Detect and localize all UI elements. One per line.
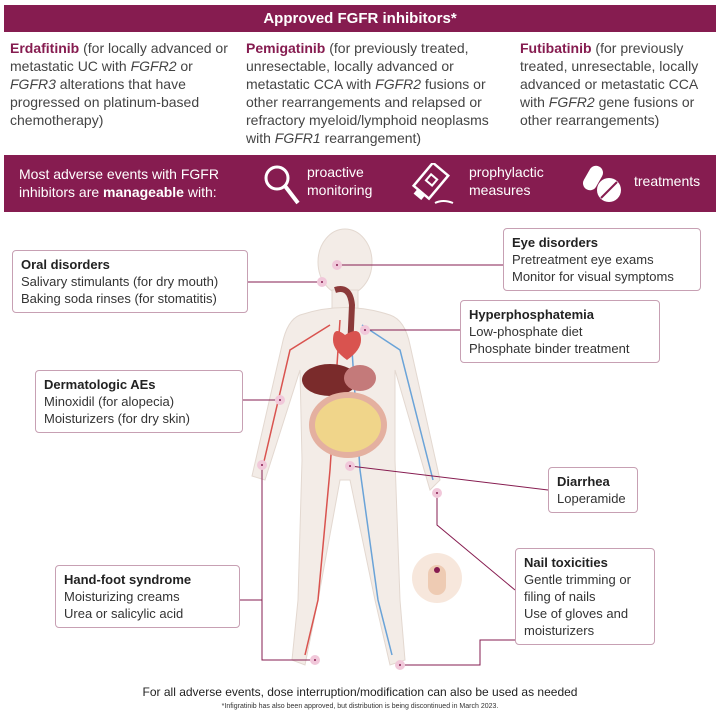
- nail-magnified-icon: [412, 553, 462, 603]
- drug-futibatinib: Futibatinib (for previously treated, unr…: [520, 40, 699, 128]
- drug-erdafitinib: Erdafitinib (for locally advanced or met…: [10, 40, 228, 128]
- heart: [333, 331, 361, 360]
- header-title: Approved FGFR inhibitors*: [4, 5, 716, 32]
- footnote: *Infigratinib has also been approved, bu…: [221, 703, 499, 710]
- connector-lines: [240, 264, 549, 666]
- liver: [302, 364, 358, 396]
- footer-note: For all adverse events, dose interruptio…: [142, 685, 578, 699]
- management-banner: Most adverse events with FGFR inhibitors…: [4, 155, 716, 212]
- highlight-dots: [257, 260, 442, 670]
- magnifier-icon: [264, 165, 300, 205]
- ointment-tube-icon: [411, 163, 454, 204]
- intestines: [309, 392, 387, 458]
- esophagus: [334, 286, 356, 351]
- stomach: [344, 365, 376, 391]
- drug-pemigatinib: Pemigatinib (for previously treated, unr…: [246, 40, 489, 146]
- human-body-illustration: [240, 228, 549, 670]
- banner-text: Most adverse events with FGFR inhibitors…: [19, 166, 219, 200]
- pills-icon: [583, 165, 621, 202]
